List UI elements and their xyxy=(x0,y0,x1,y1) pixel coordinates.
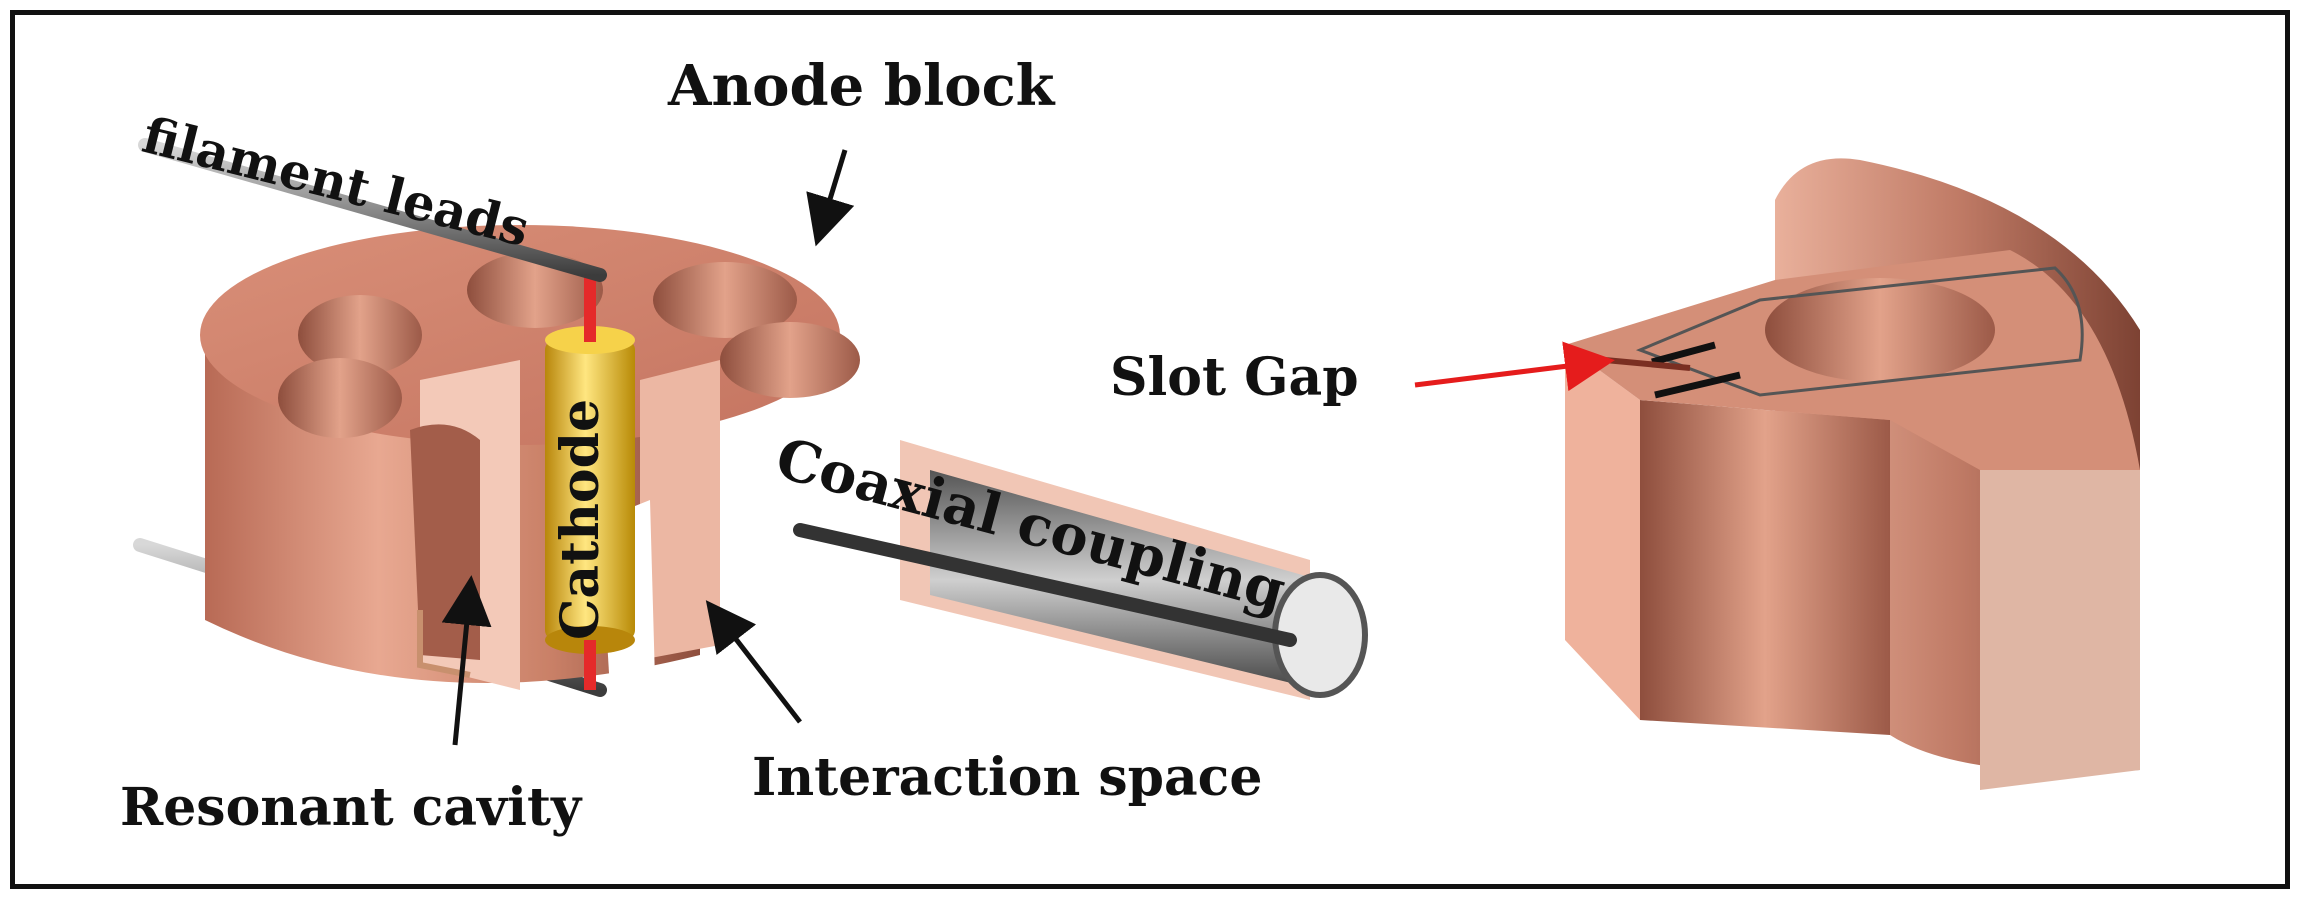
slot-channel-outline xyxy=(1635,266,2084,397)
segment-left-face xyxy=(1565,345,1640,720)
cavity-hole xyxy=(278,358,402,438)
slot-plate-lower xyxy=(1654,371,1741,399)
segment-hole-wall xyxy=(1640,400,1890,735)
cathode-cylinder xyxy=(545,340,635,640)
label-interaction-space: Interaction space xyxy=(752,747,1263,808)
cavity-hole xyxy=(298,295,422,375)
slot-gap-arrow xyxy=(1414,341,1615,392)
resonant-cavity-arrow xyxy=(441,575,492,746)
filament-wire-bottom xyxy=(584,640,596,690)
cutaway-face xyxy=(640,360,720,660)
label-cathode: Cathode xyxy=(550,398,611,640)
anode-block-arrow xyxy=(806,149,855,247)
segment-cut-face xyxy=(1980,470,2140,790)
cavity-hole xyxy=(653,262,797,338)
label-slot-gap: Slot Gap xyxy=(1110,347,1359,408)
anode-segment-drawing xyxy=(1565,158,2140,790)
anode-block-drawing xyxy=(133,138,1368,700)
label-resonant-cavity: Resonant cavity xyxy=(120,777,582,838)
filament-wire-top xyxy=(584,270,596,342)
segment-hole-opening xyxy=(1765,278,1995,382)
upper-filament-lead xyxy=(138,138,607,282)
cavity-hole xyxy=(720,322,860,398)
interaction-space-arrow xyxy=(705,600,802,724)
label-anode-block: Anode block xyxy=(668,53,1055,119)
slot-plate-upper xyxy=(1651,341,1716,366)
coaxial-center-conductor xyxy=(793,523,1297,647)
